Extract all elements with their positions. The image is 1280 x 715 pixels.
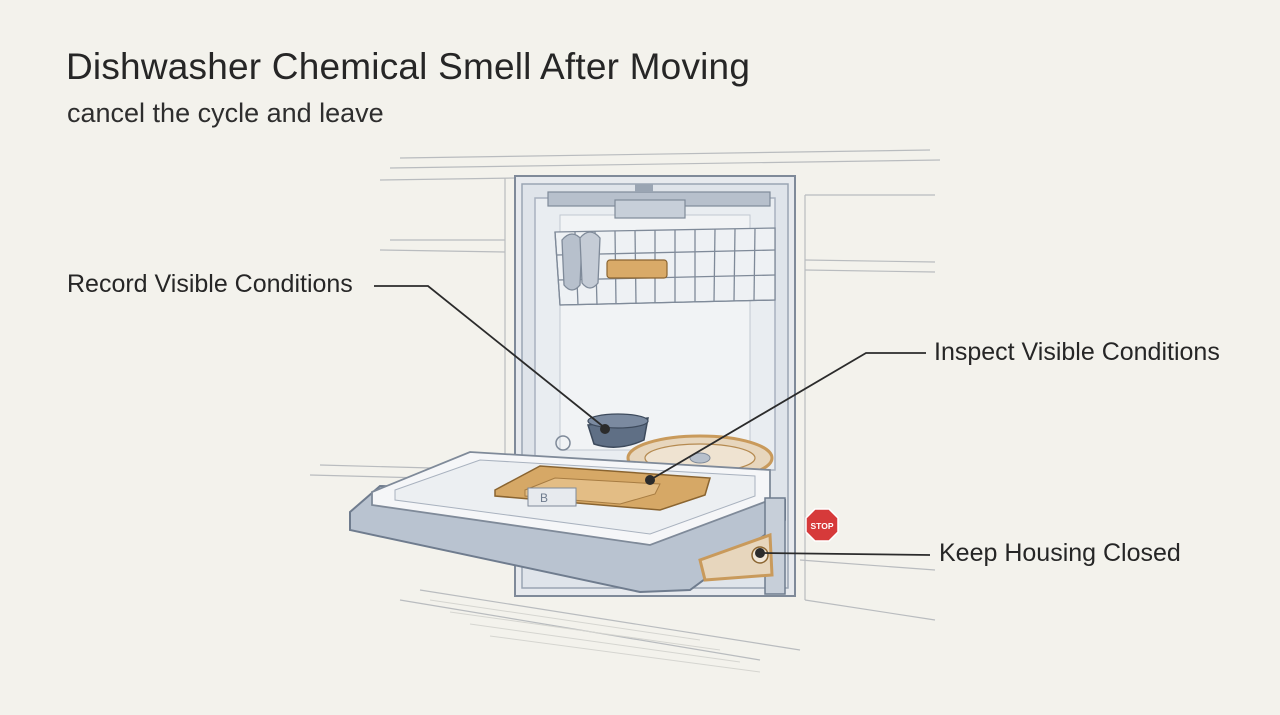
leader-inspect bbox=[649, 352, 926, 481]
floor-hatch bbox=[429, 599, 761, 673]
dot-inspect bbox=[645, 475, 655, 485]
page-title: Dishwasher Chemical Smell After Moving bbox=[66, 46, 751, 87]
dot-record bbox=[600, 424, 610, 434]
leader-dots bbox=[600, 424, 765, 558]
callout-inspect-visible-conditions: Inspect Visible Conditions bbox=[934, 338, 1220, 366]
leader-lines bbox=[374, 285, 931, 556]
stop-sign-icon: STOP bbox=[805, 508, 839, 542]
leader-record bbox=[374, 285, 606, 429]
rack-handle-highlight bbox=[606, 259, 668, 279]
door-panel-text: B bbox=[540, 491, 548, 505]
lower-housing-panel bbox=[698, 497, 786, 595]
stop-sign-text: STOP bbox=[811, 521, 834, 531]
tub-fitting-icon bbox=[555, 435, 571, 451]
leader-keep bbox=[759, 552, 931, 556]
callout-keep-housing-closed: Keep Housing Closed bbox=[939, 539, 1181, 567]
page-subtitle: cancel the cycle and leave bbox=[67, 98, 384, 128]
dot-keep bbox=[755, 548, 765, 558]
callout-record-visible-conditions: Record Visible Conditions bbox=[67, 270, 353, 298]
detergent-cup-icon bbox=[587, 413, 649, 448]
open-door: B bbox=[349, 451, 786, 594]
